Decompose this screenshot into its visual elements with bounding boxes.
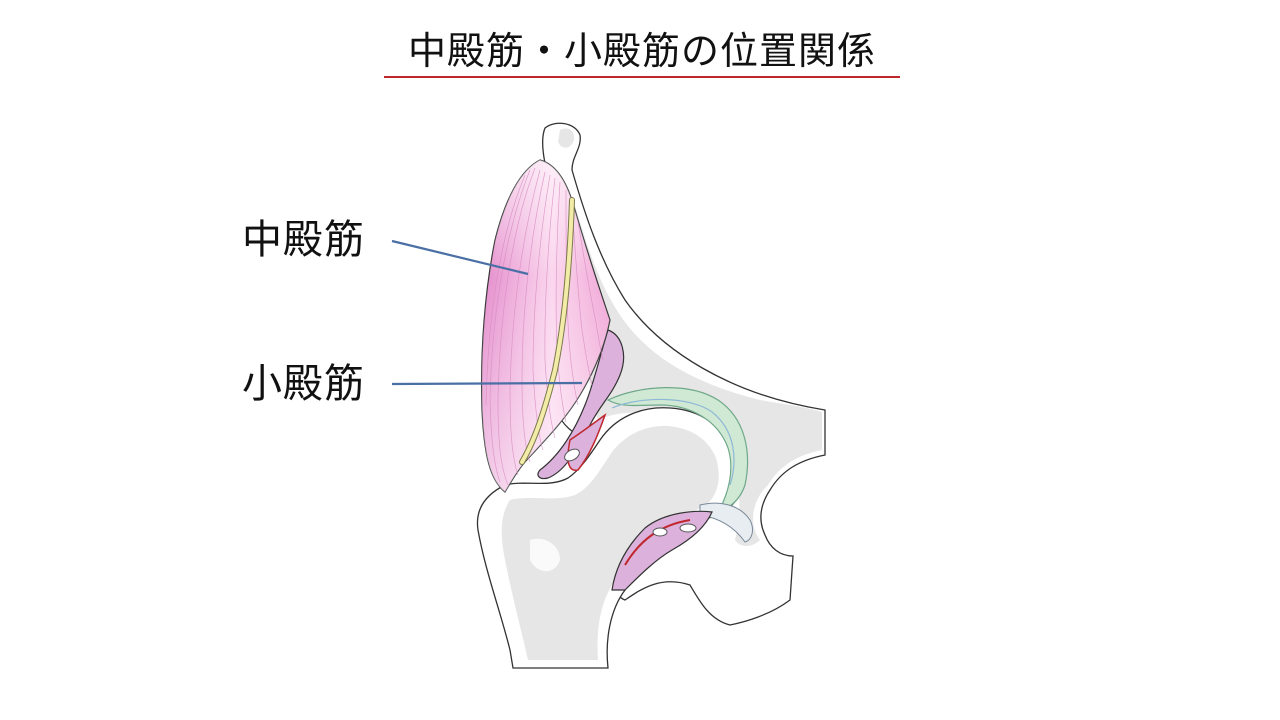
label-gluteus-minimus: 小殿筋 [242,361,365,407]
hip-joint-cartilage [606,387,753,543]
gluteus-medius-muscle [480,159,611,493]
title-underline [384,76,900,78]
gluteus-minimus-muscle [537,329,713,591]
leader-line-gluteus-medius [391,239,529,276]
slide-title: 中殿筋・小殿筋の位置関係 [407,29,876,73]
leader-line-gluteus-minimus [391,381,583,386]
label-gluteus-medius: 中殿筋 [242,217,365,263]
ilium-bone [542,122,826,626]
